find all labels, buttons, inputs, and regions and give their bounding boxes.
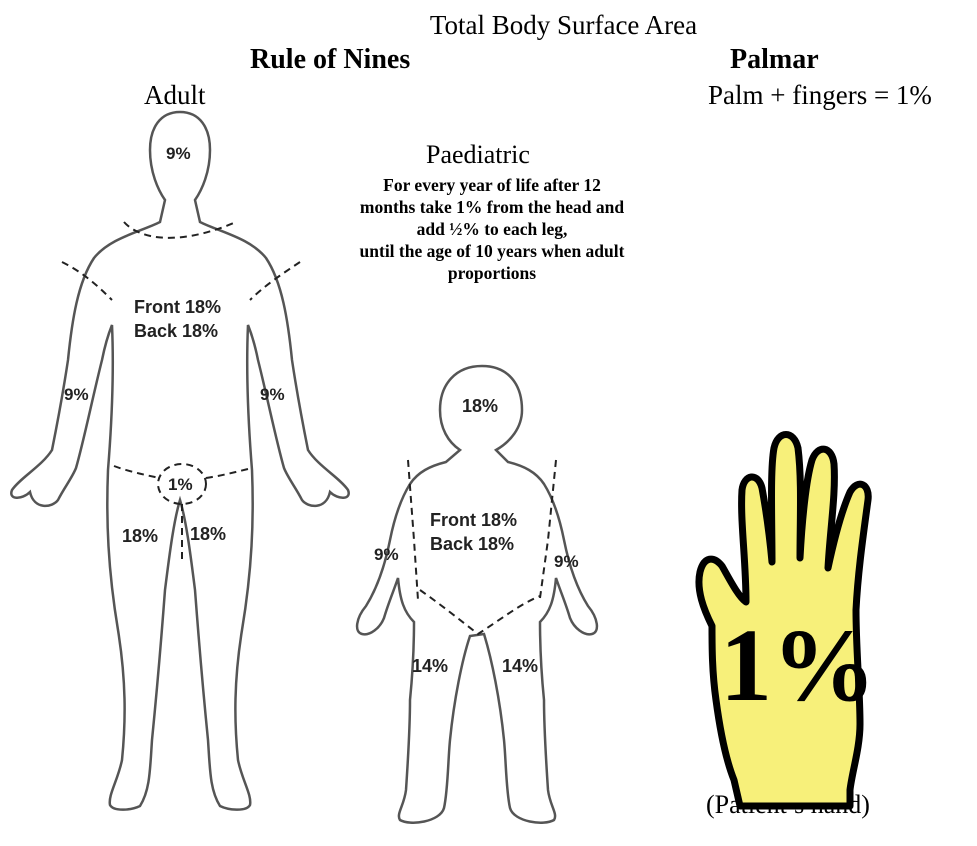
adult-front-label: Front 18% (134, 297, 221, 317)
adult-left-leg-label: 18% (122, 526, 158, 546)
adult-left-arm-label: 9% (64, 385, 89, 404)
child-head-label: 18% (462, 396, 498, 416)
hand-percent-label: 1% (720, 608, 876, 723)
adult-right-leg-label: 18% (190, 524, 226, 544)
child-back-label: Back 18% (430, 534, 514, 554)
child-figure: 18% Front 18% Back 18% 9% 9% 14% 14% (357, 366, 597, 823)
palm-hand: 1% (699, 435, 876, 807)
child-left-arm-label: 9% (374, 545, 399, 564)
adult-genital-label: 1% (168, 475, 193, 494)
child-front-label: Front 18% (430, 510, 517, 530)
adult-head-label: 9% (166, 144, 191, 163)
child-right-arm-label: 9% (554, 552, 579, 571)
adult-body-outline (11, 112, 348, 810)
child-body-outline (357, 366, 597, 823)
adult-back-label: Back 18% (134, 321, 218, 341)
child-left-leg-label: 14% (412, 656, 448, 676)
adult-figure: 9% Front 18% Back 18% 9% 9% 1% 18% 18% (11, 112, 348, 810)
child-right-leg-label: 14% (502, 656, 538, 676)
adult-right-arm-label: 9% (260, 385, 285, 404)
